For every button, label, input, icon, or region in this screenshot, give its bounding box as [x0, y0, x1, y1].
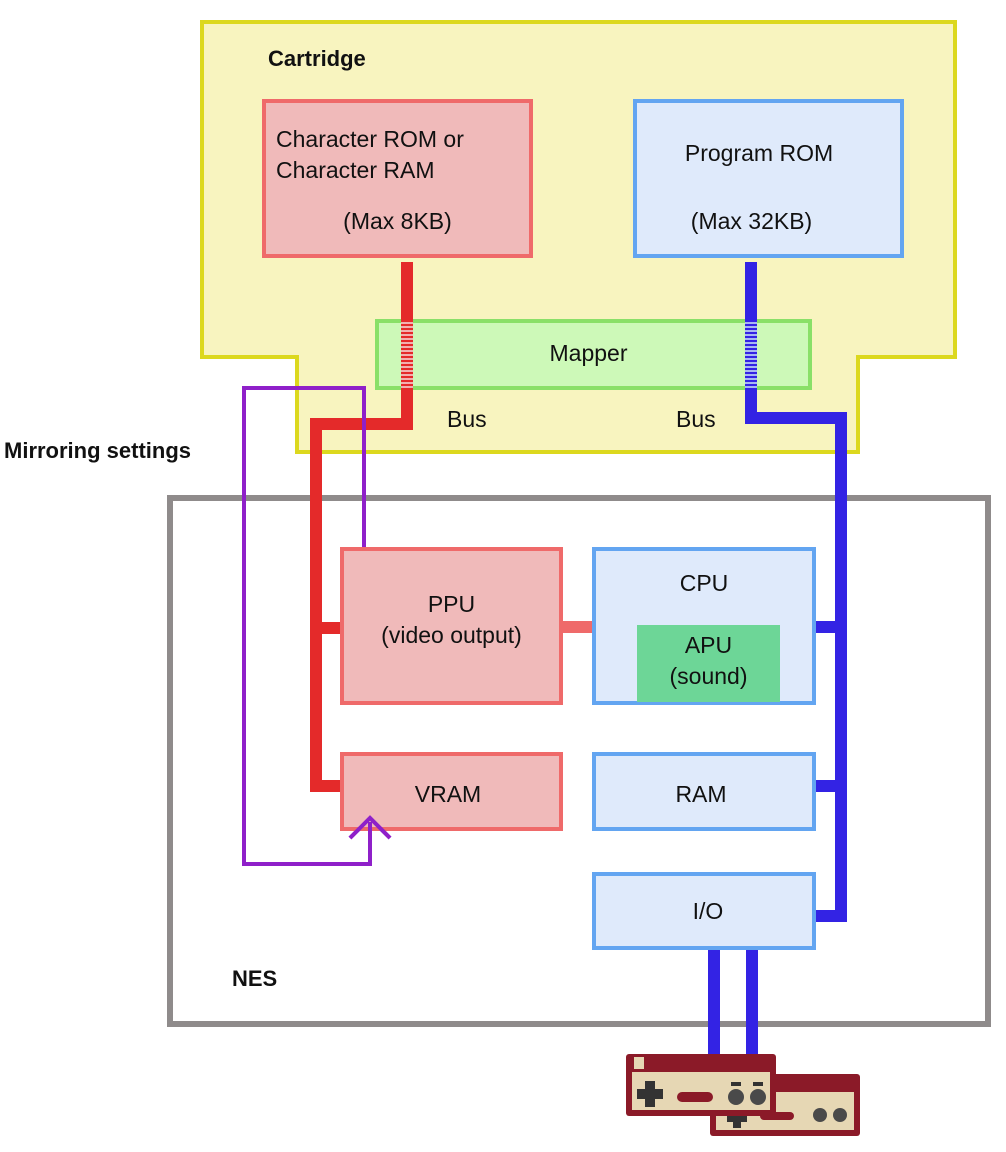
ppu-bus-through-mapper: [401, 320, 413, 388]
cpu-label: CPU: [679, 570, 729, 596]
mapper-box: [375, 319, 812, 390]
bus-right-label: Bus: [676, 406, 716, 432]
character-rom-label: Character ROM or Character RAM: [276, 124, 464, 186]
cpu-bus: [708, 262, 847, 1058]
ppu-bus: [310, 262, 413, 792]
ppu-title: PPU: [427, 591, 476, 617]
program-rom-label: Program ROM: [684, 140, 834, 166]
ram-box: [592, 752, 816, 831]
io-box: [592, 872, 816, 950]
mapper-label: Mapper: [549, 340, 628, 366]
apu-subtitle: (sound): [669, 663, 748, 689]
io-label: I/O: [692, 898, 724, 924]
ppu-cpu-link: [562, 621, 594, 633]
nes-label: NES: [232, 966, 278, 991]
program-rom-size: (Max 32KB): [690, 208, 813, 234]
mirroring-arrow-icon: [348, 815, 392, 840]
mirroring-settings-label: Mirroring settings: [4, 438, 192, 463]
apu-label: APU (sound): [637, 630, 780, 692]
ppu-subtitle: (video output): [381, 622, 522, 648]
apu-box: [637, 625, 780, 702]
character-rom-box: [262, 99, 533, 258]
bus-left-label: Bus: [447, 406, 487, 432]
apu-title: APU: [684, 632, 733, 658]
character-rom-line2: Character RAM: [276, 157, 435, 183]
ram-label: RAM: [675, 781, 727, 807]
ppu-label: PPU (video output): [342, 589, 561, 651]
character-rom-size: (Max 8KB): [343, 208, 452, 234]
vram-box: [340, 752, 563, 831]
program-rom-box: [633, 99, 904, 258]
cpu-bus-through-mapper: [745, 320, 757, 388]
controller-1-icon: [626, 1054, 776, 1116]
cartridge-label: Cartridge: [268, 46, 366, 71]
ppu-box: [340, 547, 563, 705]
character-rom-line1: Character ROM or: [276, 126, 464, 152]
vram-label: VRAM: [414, 781, 482, 807]
nes-region: [167, 495, 991, 1027]
